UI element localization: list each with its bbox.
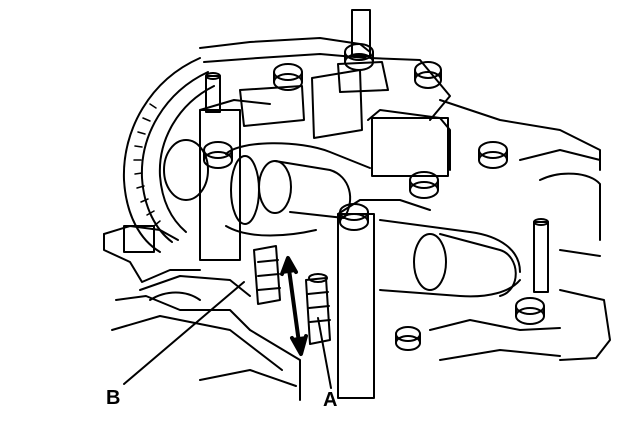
motion-arrow [280, 256, 308, 356]
bearing-cap-center [367, 109, 451, 177]
cam-sprocket [122, 57, 215, 253]
cylinder-head-upper [199, 37, 611, 361]
leader-line-b [123, 281, 245, 385]
camshaft-intake [225, 142, 371, 237]
bearing-cap-rear [337, 9, 389, 93]
callout-label-b: B [106, 387, 121, 409]
camshaft-exhaust [379, 219, 521, 298]
cap-bolts [203, 43, 545, 351]
studs [533, 218, 549, 293]
valve-lifters [253, 245, 331, 345]
bearing-cap-left [199, 72, 271, 261]
callout-label-a: A [323, 389, 338, 411]
cylinder-head-lower [103, 225, 561, 401]
leader-line-a [317, 317, 332, 389]
